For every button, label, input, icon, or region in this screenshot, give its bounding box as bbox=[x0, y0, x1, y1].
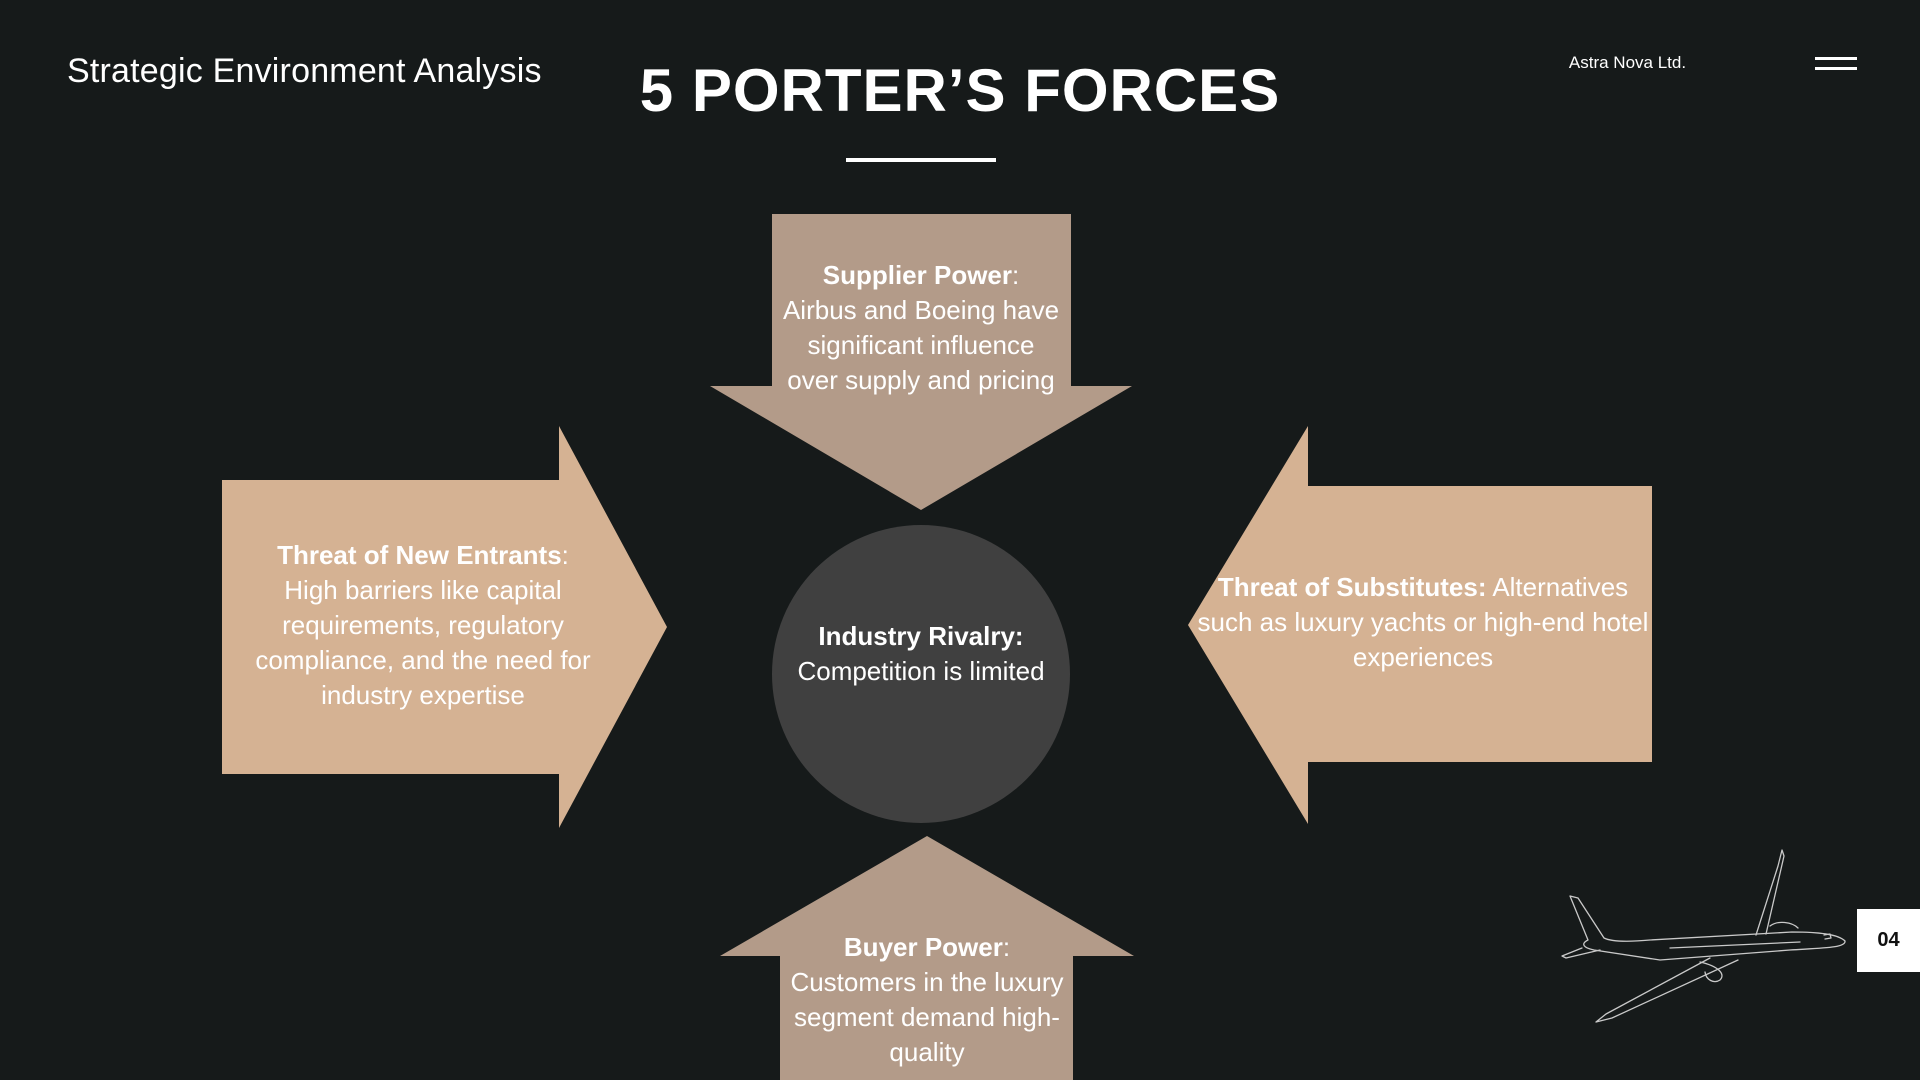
menu-line bbox=[1815, 57, 1857, 60]
company-name: Astra Nova Ltd. bbox=[1568, 53, 1687, 72]
industry-rivalry-text: Industry Rivalry: Competition is limited bbox=[792, 619, 1050, 689]
industry-rivalry-label: Industry Rivalry: bbox=[818, 621, 1024, 651]
left-arrow-shape bbox=[1188, 426, 1652, 824]
substitutes-description: Alternatives such as luxury yachts or hi… bbox=[1197, 572, 1649, 672]
buyer-power-description: Customers in the luxury segment demand h… bbox=[790, 967, 1064, 1067]
right-arrow-shape bbox=[222, 426, 667, 828]
slide-title: 5 PORTER’S FORCES bbox=[639, 57, 1281, 124]
title-underline bbox=[846, 158, 996, 162]
supplier-power-label: Supplier Power bbox=[822, 260, 1013, 290]
new-entrants-arrow: Threat of New Entrants: High barriers li… bbox=[222, 426, 667, 828]
circle-shape bbox=[772, 525, 1070, 823]
supplier-power-colon: : bbox=[1012, 260, 1020, 290]
buyer-power-colon: : bbox=[1002, 932, 1011, 962]
substitutes-text: Threat of Substitutes: Alternatives such… bbox=[1194, 570, 1652, 675]
page-number-badge: 04 bbox=[1857, 909, 1920, 972]
substitutes-arrow: Threat of Substitutes: Alternatives such… bbox=[1188, 426, 1652, 824]
up-arrow-shape bbox=[720, 836, 1134, 1080]
industry-rivalry-description: Competition is limited bbox=[797, 656, 1045, 686]
new-entrants-text: Threat of New Entrants: High barriers li… bbox=[230, 538, 616, 713]
down-arrow-shape bbox=[710, 214, 1132, 510]
supplier-power-text: Supplier Power: Airbus and Boeing have s… bbox=[780, 258, 1062, 398]
industry-rivalry-circle: Industry Rivalry: Competition is limited bbox=[772, 525, 1070, 823]
buyer-power-arrow: Buyer Power: Customers in the luxury seg… bbox=[720, 836, 1134, 1080]
new-entrants-description: High barriers like capital requirements,… bbox=[255, 575, 591, 710]
new-entrants-colon: : bbox=[561, 540, 569, 570]
supplier-power-arrow: Supplier Power: Airbus and Boeing have s… bbox=[710, 214, 1132, 510]
airplane-line-art bbox=[1561, 849, 1846, 1023]
slide-subtitle: Strategic Environment Analysis bbox=[67, 52, 542, 90]
substitutes-label: Threat of Substitutes: bbox=[1217, 572, 1487, 602]
supplier-power-description: Airbus and Boeing have significant influ… bbox=[782, 295, 1060, 395]
buyer-power-text: Buyer Power: Customers in the luxury seg… bbox=[784, 930, 1070, 1070]
menu-line bbox=[1815, 67, 1857, 70]
buyer-power-label: Buyer Power bbox=[843, 932, 1003, 962]
new-entrants-label: Threat of New Entrants bbox=[277, 540, 562, 570]
hamburger-menu-icon[interactable] bbox=[1815, 57, 1857, 71]
